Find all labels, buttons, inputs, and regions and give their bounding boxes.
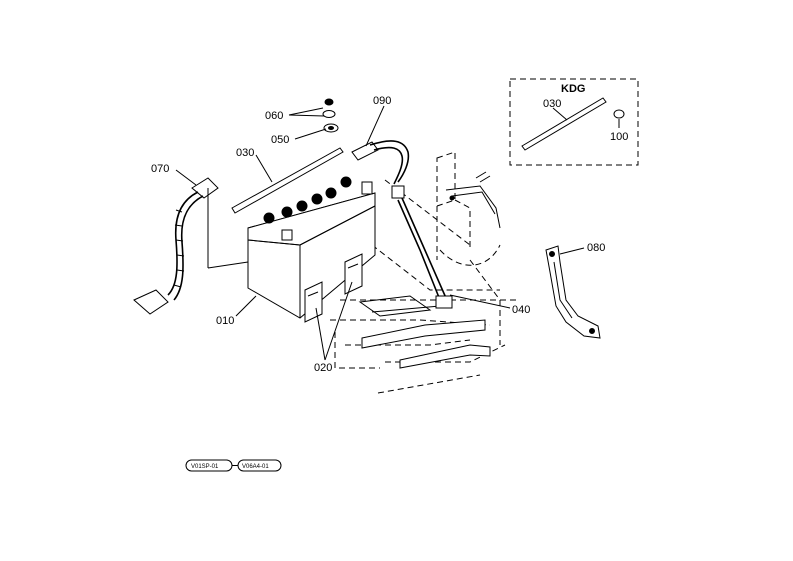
- kdg-inset: [509, 78, 639, 166]
- washers-nuts: [322, 98, 339, 133]
- label-kdg-100: 100: [610, 131, 628, 143]
- footer-refs: [185, 459, 282, 472]
- ref-tag-left: V01SP-01: [191, 464, 219, 470]
- label-040: 040: [512, 304, 530, 316]
- label-030: 030: [236, 147, 254, 159]
- leader-lines: [175, 105, 620, 361]
- battery-tray: [358, 295, 491, 369]
- label-070: 070: [151, 163, 169, 175]
- frame-outline: [330, 151, 520, 394]
- battery-bar: [231, 147, 344, 214]
- label-020: 020: [314, 362, 332, 374]
- battery-clamps: [304, 253, 363, 323]
- starter-cable: [397, 171, 501, 309]
- label-090: 090: [373, 95, 391, 107]
- ref-tag-right: V06A4-01: [242, 464, 269, 470]
- label-kdg-030: 030: [543, 98, 561, 110]
- positive-cable: [351, 140, 410, 199]
- label-060: 060: [265, 110, 283, 122]
- label-010: 010: [216, 315, 234, 327]
- label-080: 080: [587, 242, 605, 254]
- kdg-title: KDG: [561, 83, 585, 95]
- battery: [247, 176, 376, 319]
- label-050: 050: [271, 134, 289, 146]
- ground-strap: [545, 245, 601, 339]
- negative-cable: [133, 177, 249, 315]
